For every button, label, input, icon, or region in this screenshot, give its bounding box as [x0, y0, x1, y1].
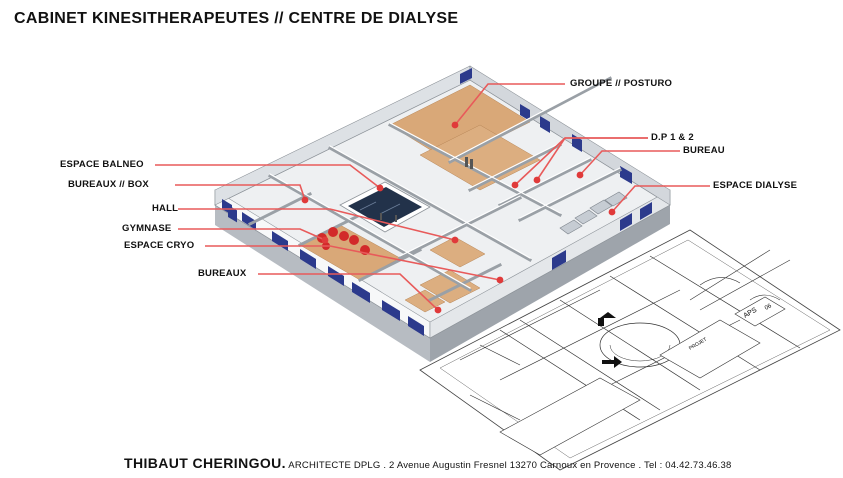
- sheet-number: 06: [764, 303, 773, 312]
- callout-dots: [301, 121, 616, 314]
- pool-basin: [348, 187, 422, 227]
- wood-floor-dp: [419, 124, 541, 191]
- architect-info: ARCHITECTE DPLG . 2 Avenue Augustin Fres…: [285, 460, 732, 471]
- label-hall: HALL: [152, 203, 179, 214]
- label-espace-balneo: ESPACE BALNEO: [60, 159, 144, 170]
- label-bureau: BUREAU: [683, 145, 725, 156]
- label-bureaux-box: BUREAUX // BOX: [68, 179, 149, 190]
- blueprint-sheet: APS 06 PROJET: [419, 229, 841, 471]
- label-espace-cryo: ESPACE CRYO: [124, 240, 195, 251]
- label-groupe-posturo: GROUPE // POSTURO: [570, 78, 673, 89]
- footer-credit: THIBAUT CHERINGOU. ARCHITECTE DPLG . 2 A…: [124, 455, 731, 473]
- label-bureaux: BUREAUX: [198, 268, 247, 279]
- label-dp: D.P 1 & 2: [651, 132, 694, 143]
- page-title: CABINET KINESITHERAPEUTES // CENTRE DE D…: [14, 10, 459, 27]
- callout-leaders: [155, 83, 710, 311]
- architect-name: THIBAUT CHERINGOU.: [124, 455, 286, 471]
- label-gymnase: GYMNASE: [122, 223, 172, 234]
- label-espace-dialyse: ESPACE DIALYSE: [713, 180, 798, 191]
